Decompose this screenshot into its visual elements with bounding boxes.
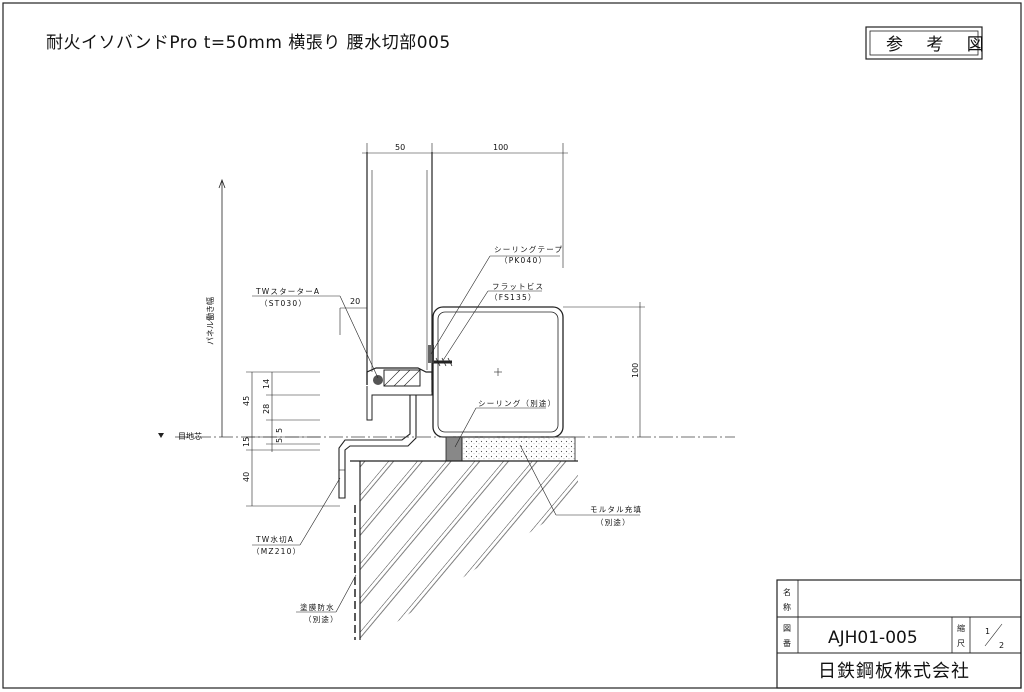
label-flashing-code: （MZ210） bbox=[252, 547, 301, 556]
dim-28: 28 bbox=[262, 404, 271, 414]
drawing-title: 耐火イソバンドPro t=50mm 横張り 腰水切部005 bbox=[46, 33, 451, 53]
tb-name-label-1: 名 bbox=[783, 587, 791, 597]
annotations: TWスターターA （ST030） シーリングテープ （PK040） フラットビス… bbox=[252, 244, 642, 624]
top-dimensions: 50 100 20 bbox=[339, 143, 568, 335]
tb-scale-numerator: 1 bbox=[985, 627, 990, 636]
reference-stamp-text: 参 考 図 bbox=[886, 35, 993, 55]
label-waterproof: 塗膜防水 bbox=[300, 602, 335, 612]
panel-width-label: パネル働き幅 bbox=[205, 297, 215, 345]
tb-drawing-number: AJH01-005 bbox=[828, 628, 918, 648]
label-waterproof-note: （別途） bbox=[304, 614, 339, 624]
dim-15: 15 bbox=[242, 437, 251, 447]
dim-top-100: 100 bbox=[493, 143, 508, 152]
left-dimensions: 45 14 28 15 5 5 40 bbox=[242, 371, 340, 507]
dim-45: 45 bbox=[242, 396, 251, 406]
concrete-base bbox=[350, 460, 578, 640]
label-starter: TWスターターA bbox=[255, 287, 320, 296]
square-tube bbox=[432, 306, 564, 438]
mortar-fill bbox=[461, 436, 576, 462]
label-starter-code: （ST030） bbox=[260, 299, 307, 308]
dim-5a: 5 bbox=[275, 428, 284, 433]
dim-14: 14 bbox=[262, 379, 271, 389]
label-sealing-tape: シーリングテープ bbox=[494, 244, 563, 254]
panel-section bbox=[366, 152, 433, 392]
tb-scale-label-1: 縮 bbox=[957, 623, 965, 633]
dim-20: 20 bbox=[350, 297, 360, 306]
flashing-section bbox=[338, 386, 433, 499]
sealing-bead bbox=[445, 436, 463, 462]
dim-top-50: 50 bbox=[395, 143, 405, 152]
joint-center-label: 目地芯 bbox=[178, 431, 202, 441]
label-flashing: TW水切A bbox=[255, 534, 294, 544]
label-mortar: モルタル充填 bbox=[590, 504, 642, 514]
tb-company: 日鉄鋼板株式会社 bbox=[818, 661, 970, 682]
dim-right-100: 100 bbox=[631, 363, 640, 378]
tb-scale-denominator: 2 bbox=[999, 641, 1004, 650]
tb-name-label-2: 称 bbox=[783, 602, 791, 612]
label-mortar-note: （別途） bbox=[596, 517, 631, 527]
right-dimension: 100 bbox=[563, 302, 645, 437]
label-flat-screw: フラットビス bbox=[492, 282, 544, 291]
label-sealing-tape-code: （PK040） bbox=[500, 256, 547, 265]
dim-5b: 5 bbox=[275, 438, 284, 443]
title-block: 名 称 図 番 AJH01-005 縮 尺 1 2 日鉄鋼板株式会社 bbox=[776, 579, 1022, 689]
dim-40: 40 bbox=[242, 472, 251, 482]
tb-scale-label-2: 尺 bbox=[957, 639, 965, 648]
tb-drawing-label-1: 図 bbox=[783, 624, 791, 633]
tb-drawing-label-2: 番 bbox=[783, 638, 791, 648]
joint-marker bbox=[158, 433, 164, 438]
label-flat-screw-code: （FS135） bbox=[490, 293, 537, 302]
reference-stamp: 参 考 図 bbox=[865, 26, 993, 60]
label-sealing: シーリング（別途） bbox=[478, 398, 556, 408]
